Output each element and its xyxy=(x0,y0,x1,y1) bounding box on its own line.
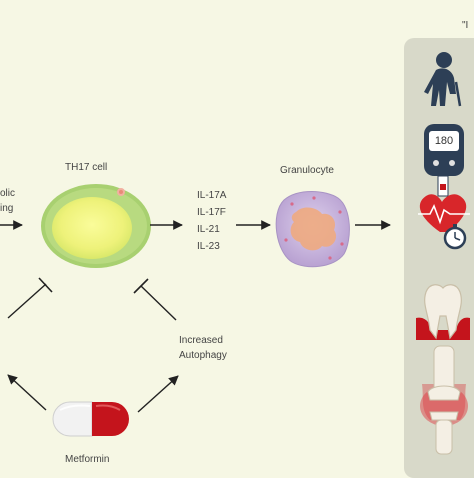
top-right-text: "I xyxy=(462,20,469,31)
left-label-line2: ing xyxy=(0,203,14,214)
autophagy-label-line2: Autophagy xyxy=(179,350,227,361)
glucometer-reading: 180 xyxy=(434,135,454,147)
inflamed-tooth-icon xyxy=(416,284,470,340)
arrow-metformin-to-autophagy xyxy=(137,375,179,413)
granulocyte-label: Granulocyte xyxy=(280,165,334,176)
glucometer-icon xyxy=(424,124,464,197)
granulocyte-cell xyxy=(275,191,350,268)
th17-cell xyxy=(41,184,151,268)
elderly-person-icon xyxy=(424,52,462,107)
metformin-label: Metformin xyxy=(65,454,110,465)
left-label-line1: olic xyxy=(0,188,16,199)
cytokine-label: IL-17F xyxy=(197,207,226,218)
inhibition-right-line xyxy=(133,278,177,321)
autophagy-label-line1: Increased xyxy=(179,335,223,346)
heart-stopwatch-icon xyxy=(418,194,470,250)
outcomes-panel xyxy=(404,38,474,478)
metformin-pill xyxy=(52,401,129,437)
arrow-metformin-to-left xyxy=(7,374,47,411)
th17-cell-label: TH17 cell xyxy=(65,162,108,173)
cytokine-label: IL-17A xyxy=(197,190,227,201)
inflamed-knee-joint-icon xyxy=(420,345,468,455)
inhibition-left-line xyxy=(7,277,53,319)
cytokine-label: IL-21 xyxy=(197,224,220,235)
cytokine-label: IL-23 xyxy=(197,241,220,252)
